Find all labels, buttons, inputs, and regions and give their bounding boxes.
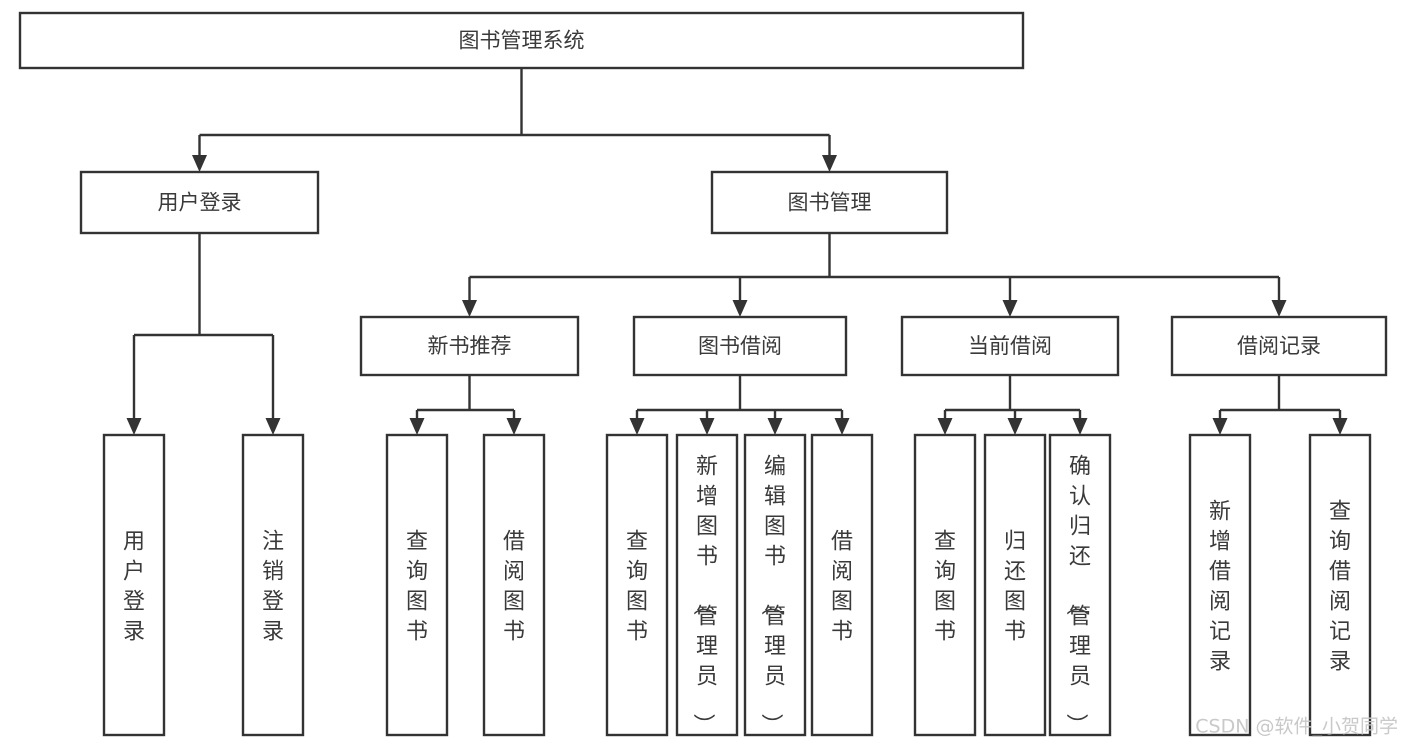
arrow-head-icon — [1332, 418, 1348, 435]
node-box[interactable] — [710, 170, 949, 235]
node-login[interactable]: 用户登录 — [79, 170, 320, 235]
node-box[interactable] — [743, 433, 807, 737]
node-leaf-user-logout[interactable]: 注销登录 — [241, 433, 305, 737]
arrow-head-icon — [1002, 300, 1018, 317]
node-current[interactable]: 当前借阅 — [900, 315, 1120, 377]
arrow-head-icon — [1007, 418, 1023, 435]
node-label: 查询图书 — [406, 529, 428, 644]
node-label: 用户登录 — [123, 529, 145, 644]
node-leaf-newbook-query[interactable]: 查询图书 — [385, 433, 449, 737]
connector-group — [629, 375, 850, 435]
node-box[interactable] — [675, 433, 739, 737]
arrow-head-icon — [126, 418, 142, 435]
node-leaf-current-return[interactable]: 归还图书 — [983, 433, 1047, 737]
node-leaf-record-add[interactable]: 新增借阅记录 — [1188, 433, 1252, 737]
node-box[interactable] — [385, 433, 449, 737]
node-label: 图书管理 — [788, 191, 872, 215]
node-box[interactable] — [359, 315, 580, 377]
node-label: 新增图书（管理员） — [690, 454, 718, 735]
node-label: 新增借阅记录 — [1209, 499, 1231, 674]
node-box[interactable] — [1188, 433, 1252, 737]
arrow-head-icon — [937, 418, 953, 435]
node-label: 借阅记录 — [1237, 334, 1321, 358]
node-layer: 图书管理系统用户登录图书管理新书推荐图书借阅当前借阅借阅记录用户登录注销登录查询… — [18, 11, 1388, 737]
node-box[interactable] — [1308, 433, 1372, 737]
connector-group — [1212, 375, 1348, 435]
node-box[interactable] — [1048, 433, 1112, 737]
node-leaf-newbook-borrow[interactable]: 借阅图书 — [482, 433, 546, 737]
arrow-head-icon — [192, 155, 207, 172]
csdn-watermark: CSDN @软件_小贺同学 — [1195, 716, 1398, 738]
node-label: 借阅图书 — [503, 529, 525, 644]
node-leaf-current-query[interactable]: 查询图书 — [913, 433, 977, 737]
node-box[interactable] — [900, 315, 1120, 377]
node-label: 用户登录 — [158, 191, 242, 215]
connector-group — [937, 375, 1088, 435]
node-leaf-borrow-edit[interactable]: 编辑图书（管理员） — [743, 433, 807, 737]
node-box[interactable] — [632, 315, 848, 377]
node-box[interactable] — [605, 433, 669, 737]
node-leaf-borrow-query[interactable]: 查询图书 — [605, 433, 669, 737]
arrow-head-icon — [462, 300, 477, 317]
node-borrow[interactable]: 图书借阅 — [632, 315, 848, 377]
connector-layer — [126, 68, 1348, 435]
node-leaf-borrow-lend[interactable]: 借阅图书 — [810, 433, 874, 737]
node-label: 查询借阅记录 — [1329, 499, 1351, 674]
node-box[interactable] — [482, 433, 546, 737]
node-box[interactable] — [913, 433, 977, 737]
node-box[interactable] — [241, 433, 305, 737]
arrow-head-icon — [1072, 418, 1088, 435]
connector-group — [462, 233, 1287, 317]
node-label: 编辑图书（管理员） — [758, 454, 786, 735]
node-label: 图书借阅 — [698, 334, 782, 358]
connector-group — [409, 375, 522, 435]
node-box[interactable] — [1170, 315, 1388, 377]
node-label: 图书管理系统 — [459, 29, 585, 53]
arrow-head-icon — [767, 418, 783, 435]
node-box[interactable] — [18, 11, 1025, 70]
connector-group — [126, 233, 281, 435]
node-box[interactable] — [102, 433, 166, 737]
arrow-head-icon — [265, 418, 281, 435]
arrow-head-icon — [822, 155, 837, 172]
node-label: 确认归还（管理员） — [1063, 454, 1091, 735]
node-newbook[interactable]: 新书推荐 — [359, 315, 580, 377]
node-box[interactable] — [983, 433, 1047, 737]
connector-group — [192, 68, 837, 172]
node-label: 借阅图书 — [831, 529, 853, 644]
node-label: 新书推荐 — [428, 334, 512, 358]
arrow-head-icon — [834, 418, 850, 435]
arrow-head-icon — [506, 418, 522, 435]
arrow-head-icon — [699, 418, 715, 435]
node-leaf-record-query[interactable]: 查询借阅记录 — [1308, 433, 1372, 737]
node-leaf-current-confirm[interactable]: 确认归还（管理员） — [1048, 433, 1112, 737]
node-leaf-user-login[interactable]: 用户登录 — [102, 433, 166, 737]
arrow-head-icon — [1212, 418, 1228, 435]
node-label: 注销登录 — [262, 529, 284, 644]
node-label: 查询图书 — [934, 529, 956, 644]
node-root[interactable]: 图书管理系统 — [18, 11, 1025, 70]
node-box[interactable] — [79, 170, 320, 235]
arrow-head-icon — [409, 418, 425, 435]
node-label: 当前借阅 — [968, 334, 1052, 358]
node-record[interactable]: 借阅记录 — [1170, 315, 1388, 377]
node-bookmgmt[interactable]: 图书管理 — [710, 170, 949, 235]
arrow-head-icon — [732, 300, 748, 317]
arrow-head-icon — [629, 418, 645, 435]
node-label: 查询图书 — [626, 529, 648, 644]
node-box[interactable] — [810, 433, 874, 737]
node-label: 归还图书 — [1004, 529, 1026, 644]
node-leaf-borrow-add[interactable]: 新增图书（管理员） — [675, 433, 739, 737]
arrow-head-icon — [1271, 300, 1287, 317]
